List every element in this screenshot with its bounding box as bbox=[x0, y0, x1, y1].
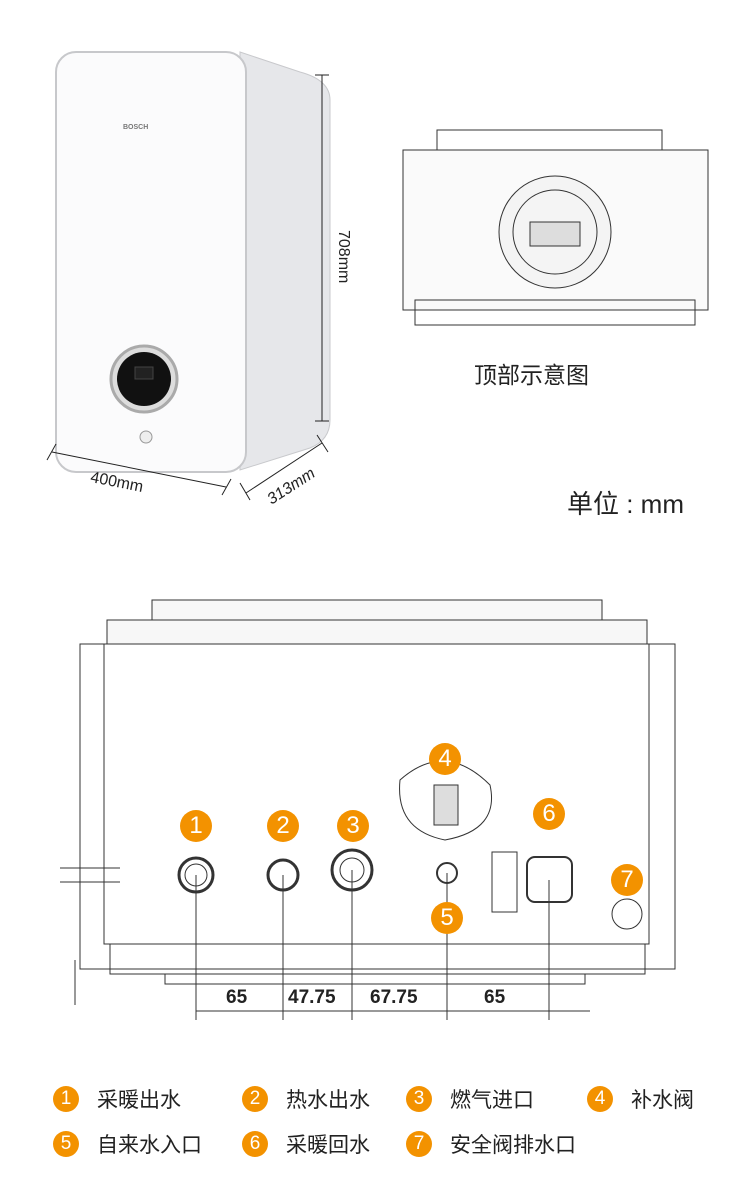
legend-label: 自来水入口 bbox=[97, 1134, 202, 1157]
legend-number: 7 bbox=[406, 1131, 432, 1157]
legend-item: 2 热水出水 bbox=[242, 1084, 370, 1114]
dimension-label: 47.75 bbox=[288, 987, 336, 1008]
height-label: 708mm bbox=[335, 230, 352, 284]
legend-number: 3 bbox=[406, 1086, 432, 1112]
top-view-caption: 顶部示意图 bbox=[474, 362, 589, 388]
bottom-view-drawing bbox=[60, 599, 676, 1020]
legend-number: 5 bbox=[53, 1131, 79, 1157]
legend-item: 4 补水阀 bbox=[587, 1084, 694, 1114]
legend-label: 采暖回水 bbox=[286, 1134, 370, 1157]
marker-badge: 7 bbox=[611, 864, 643, 896]
marker-badge: 1 bbox=[180, 810, 212, 842]
legend-item: 1 采暖出水 bbox=[53, 1084, 181, 1114]
legend-item: 5 自来水入口 bbox=[53, 1129, 202, 1159]
legend-label: 安全阀排水口 bbox=[450, 1134, 576, 1157]
dimension-label: 67.75 bbox=[370, 987, 418, 1008]
legend-number: 4 bbox=[587, 1086, 613, 1112]
legend-label: 燃气进口 bbox=[450, 1089, 534, 1112]
marker-badge: 5 bbox=[431, 902, 463, 934]
legend-number: 2 bbox=[242, 1086, 268, 1112]
marker-badge: 6 bbox=[533, 798, 565, 830]
unit-label: 单位 : mm bbox=[567, 489, 684, 519]
legend-number: 1 bbox=[53, 1086, 79, 1112]
legend-item: 7 安全阀排水口 bbox=[406, 1129, 576, 1159]
marker-badge: 4 bbox=[429, 743, 461, 775]
legend-label: 热水出水 bbox=[286, 1089, 370, 1112]
legend-number: 6 bbox=[242, 1131, 268, 1157]
marker-badge: 2 bbox=[267, 810, 299, 842]
legend-item: 6 采暖回水 bbox=[242, 1129, 370, 1159]
boiler-image bbox=[46, 51, 331, 501]
marker-badge: 3 bbox=[337, 810, 369, 842]
legend-label: 采暖出水 bbox=[97, 1089, 181, 1112]
dimension-label: 65 bbox=[226, 987, 248, 1008]
top-view-drawing bbox=[402, 129, 709, 326]
legend-label: 补水阀 bbox=[631, 1089, 694, 1112]
legend-item: 3 燃气进口 bbox=[406, 1084, 534, 1114]
dimension-label: 65 bbox=[484, 987, 506, 1008]
brand-logo-text: BOSCH bbox=[123, 124, 149, 131]
